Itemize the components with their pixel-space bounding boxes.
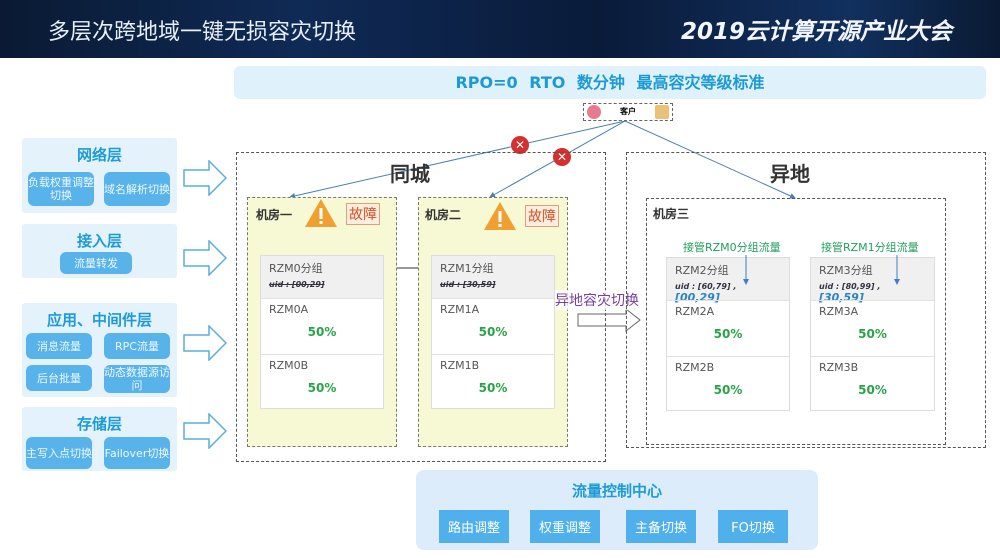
traffic-pct: 50% bbox=[713, 327, 743, 341]
route-adjust-button[interactable]: 路由调整 bbox=[439, 510, 509, 543]
unit-row: RZM2A 50% bbox=[667, 300, 789, 356]
flow-control-center: 流量控制中心 路由调整 权重调整 主备切换 FO切换 bbox=[416, 470, 818, 550]
traffic-pct: 50% bbox=[478, 325, 508, 339]
region-title: 同城 bbox=[390, 162, 430, 186]
room-1: 机房一 故障 RZM0分组 uid : [00,29] RZM0A 50% RZM0… bbox=[247, 197, 397, 447]
room-2: 机房二 故障 RZM1分组 uid : [30,59] RZM1A 50% RZM1… bbox=[418, 197, 568, 447]
client-box: 客户 bbox=[583, 103, 673, 121]
layer-app-middleware: 应用、中间件层 消息流量 RPC流量 后台批量 动态数据源访问 bbox=[22, 303, 177, 397]
link-room1 bbox=[289, 120, 626, 199]
rpo-banner: RPO=0 RTO 数分钟 最高容灾等级标准 bbox=[234, 66, 986, 99]
region-title: 异地 bbox=[770, 162, 810, 186]
unit-row: RZM2B 50% bbox=[667, 356, 789, 412]
layer-storage: 存储层 主写入点切换 Failover切换 bbox=[22, 407, 177, 471]
traffic-pct: 50% bbox=[713, 383, 743, 397]
layer-chip[interactable]: 后台批量 bbox=[26, 365, 92, 391]
header-bar: 多层次跨地域一键无损容灾切换 2019云计算开源产业大会 bbox=[0, 0, 1000, 58]
unit-row: RZM0A 50% bbox=[261, 298, 383, 354]
right-arrow-icon bbox=[183, 240, 227, 276]
group-name: RZM2分组 bbox=[675, 264, 729, 277]
fo-switch-button[interactable]: FO切换 bbox=[718, 510, 788, 543]
layer-title: 接入层 bbox=[76, 232, 122, 250]
layer-chip[interactable]: 负载权重调整切换 bbox=[28, 172, 94, 206]
room-name: 机房三 bbox=[653, 207, 690, 221]
uid-range: uid : [60,79] , bbox=[675, 282, 737, 291]
warning-icon bbox=[305, 199, 337, 227]
remote-region bbox=[626, 152, 986, 448]
unit-name: RZM0A bbox=[269, 303, 309, 316]
layer-chip[interactable]: 动态数据源访问 bbox=[104, 365, 170, 393]
failure-x-icon: ✕ bbox=[511, 136, 529, 154]
layer-title: 应用、中间件层 bbox=[46, 311, 152, 329]
room-3: 机房三 bbox=[646, 198, 946, 445]
layer-chip[interactable]: 主写入点切换 bbox=[26, 437, 92, 469]
layer-title: 网络层 bbox=[76, 146, 122, 164]
unit-name: RZM0B bbox=[269, 359, 309, 372]
uid-range: uid : [30,59] bbox=[440, 280, 496, 289]
group-name: RZM1分组 bbox=[440, 262, 494, 275]
link-room3 bbox=[624, 120, 796, 199]
uid-range: uid : [00,29] bbox=[269, 280, 325, 289]
layer-chip[interactable]: Failover切换 bbox=[104, 437, 170, 469]
switch-label: 异地容灾切换 bbox=[555, 290, 639, 310]
unit-row: RZM3A 50% bbox=[811, 300, 934, 356]
group-card: RZM0分组 uid : [00,29] RZM0A 50% RZM0B 50% bbox=[260, 255, 384, 409]
weight-adjust-button[interactable]: 权重调整 bbox=[530, 510, 600, 543]
failover-switch-button[interactable]: 主备切换 bbox=[626, 510, 696, 543]
unit-name: RZM3A bbox=[819, 305, 859, 318]
takeover-label: 接管RZM1分组流量 bbox=[821, 241, 919, 254]
page-title: 多层次跨地域一键无损容灾切换 bbox=[48, 20, 357, 45]
event-logo: 2019云计算开源产业大会 bbox=[680, 19, 952, 45]
unit-name: RZM2A bbox=[675, 305, 715, 318]
unit-row: RZM1B 50% bbox=[432, 354, 554, 410]
room-name: 机房二 bbox=[425, 208, 462, 222]
uid-range: uid : [80,99] , bbox=[819, 282, 881, 291]
right-arrow-icon bbox=[183, 413, 227, 449]
right-arrow-icon bbox=[183, 325, 227, 361]
traffic-pct: 50% bbox=[478, 381, 508, 395]
right-arrow-icon bbox=[183, 160, 227, 196]
fault-badge: 故障 bbox=[346, 203, 380, 225]
unit-name: RZM1A bbox=[440, 303, 480, 316]
warning-icon bbox=[484, 202, 516, 230]
layer-title: 存储层 bbox=[76, 415, 122, 433]
layer-chip[interactable]: 域名解析切换 bbox=[104, 172, 170, 206]
traffic-pct: 50% bbox=[307, 381, 337, 395]
room-name: 机房一 bbox=[256, 208, 293, 222]
layer-access: 接入层 流量转发 bbox=[22, 224, 177, 278]
traffic-pct: 50% bbox=[858, 383, 887, 397]
layer-chip[interactable]: 流量转发 bbox=[60, 252, 132, 274]
group-name: RZM3分组 bbox=[819, 264, 873, 277]
unit-row: RZM1A 50% bbox=[432, 298, 554, 354]
layer-network: 网络层 负载权重调整切换 域名解析切换 bbox=[22, 138, 177, 213]
user-avatar-icon bbox=[587, 105, 601, 119]
traffic-pct: 50% bbox=[307, 325, 337, 339]
user-avatar-icon bbox=[655, 105, 669, 119]
unit-name: RZM3B bbox=[819, 361, 859, 374]
group-card: RZM1分组 uid : [30,59] RZM1A 50% RZM1B 50% bbox=[431, 255, 555, 409]
client-label: 客户 bbox=[620, 107, 636, 116]
flow-center-title: 流量控制中心 bbox=[571, 482, 662, 500]
layer-chip[interactable]: 消息流量 bbox=[26, 333, 92, 359]
takeover-label: 接管RZM0分组流量 bbox=[683, 241, 781, 254]
group-name: RZM0分组 bbox=[269, 262, 323, 275]
unit-row: RZM3B 50% bbox=[811, 356, 934, 412]
unit-row: RZM0B 50% bbox=[261, 354, 383, 410]
fault-badge: 故障 bbox=[525, 205, 559, 227]
layer-chip[interactable]: RPC流量 bbox=[104, 333, 170, 359]
traffic-pct: 50% bbox=[858, 327, 887, 341]
unit-name: RZM1B bbox=[440, 359, 480, 372]
unit-name: RZM2B bbox=[675, 361, 715, 374]
